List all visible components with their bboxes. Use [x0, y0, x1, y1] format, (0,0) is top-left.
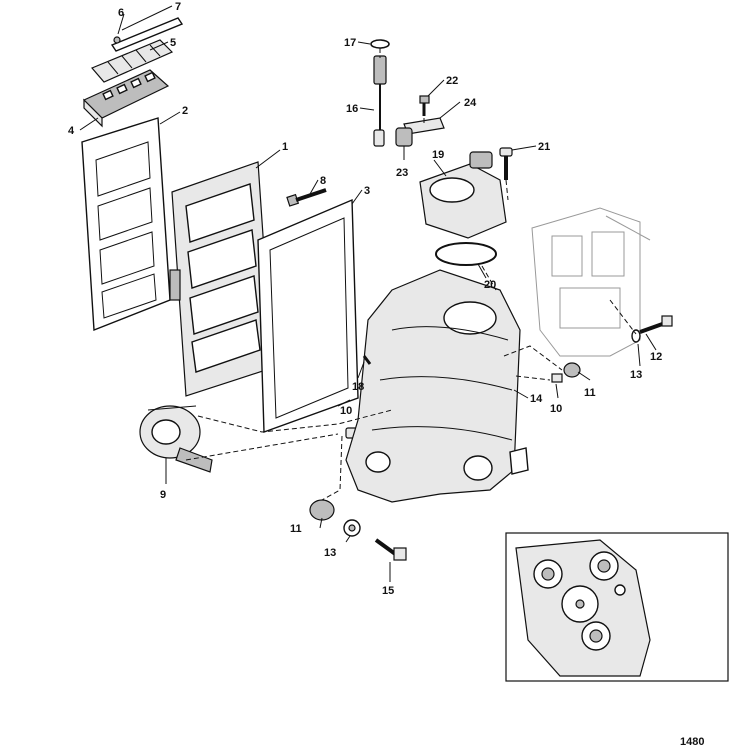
leader-lines [79, 5, 657, 582]
gasket-2 [81, 117, 171, 332]
callout-11-right: 11 [584, 387, 596, 399]
callout-24: 24 [464, 97, 477, 109]
callout-10-left: 10 [340, 405, 352, 417]
callout-2: 2 [182, 105, 188, 117]
pin-18 [362, 355, 372, 365]
callout-4: 4 [68, 125, 75, 137]
screw-21 [499, 147, 513, 180]
callout-7: 7 [175, 1, 181, 13]
callout-15: 15 [382, 585, 394, 597]
intake-housing-14 [345, 269, 529, 503]
callout-11-bottom: 11 [290, 523, 302, 535]
callout-23: 23 [396, 167, 408, 179]
fuel-pump-9 [139, 405, 213, 473]
washer-13-bottom [343, 519, 361, 537]
callout-21: 21 [538, 141, 550, 153]
bolt-12 [639, 315, 673, 334]
callout-13-bottom: 13 [324, 547, 336, 559]
callout-9: 9 [160, 489, 166, 501]
assembly-dashed-lines [185, 48, 637, 501]
reed-block [82, 69, 170, 128]
sensor-23 [395, 127, 413, 147]
callout-14: 14 [530, 393, 543, 405]
screw-8 [286, 188, 327, 207]
callout-labels: 1 2 3 4 5 6 7 8 9 10 10 11 11 12 13 13 1… [68, 1, 662, 597]
reed-petals [91, 39, 174, 83]
callout-10-right: 10 [550, 403, 562, 415]
figure-number: 1480 [680, 736, 705, 748]
nut-11-bottom [309, 499, 335, 521]
callout-17: 17 [344, 37, 356, 49]
callout-13-right: 13 [630, 369, 642, 381]
bolt-15 [374, 538, 407, 561]
callout-19: 19 [432, 149, 444, 161]
callout-20: 20 [484, 279, 496, 291]
callout-1: 1 [282, 141, 288, 153]
engine-outline-ghost [531, 207, 651, 357]
adapter-plate-1 [169, 161, 273, 397]
callout-8: 8 [320, 175, 326, 187]
nut-11-right [563, 362, 581, 378]
washer-13-right [631, 329, 641, 343]
screw-10-right [551, 373, 563, 383]
o-ring-17 [370, 39, 390, 49]
callout-5: 5 [170, 37, 176, 49]
callout-22: 22 [446, 75, 458, 87]
o-ring-20 [435, 242, 497, 266]
callout-18: 18 [352, 381, 364, 393]
reed-stop-strip [110, 17, 184, 52]
screw-22 [419, 95, 430, 116]
sensor-16 [373, 55, 387, 147]
callout-16: 16 [346, 103, 358, 115]
callout-12: 12 [650, 351, 662, 363]
inset-detail-box [505, 532, 729, 682]
callout-3: 3 [364, 185, 370, 197]
throttle-body-19 [419, 151, 507, 239]
gasket-3 [257, 198, 359, 433]
callout-6: 6 [118, 7, 124, 19]
